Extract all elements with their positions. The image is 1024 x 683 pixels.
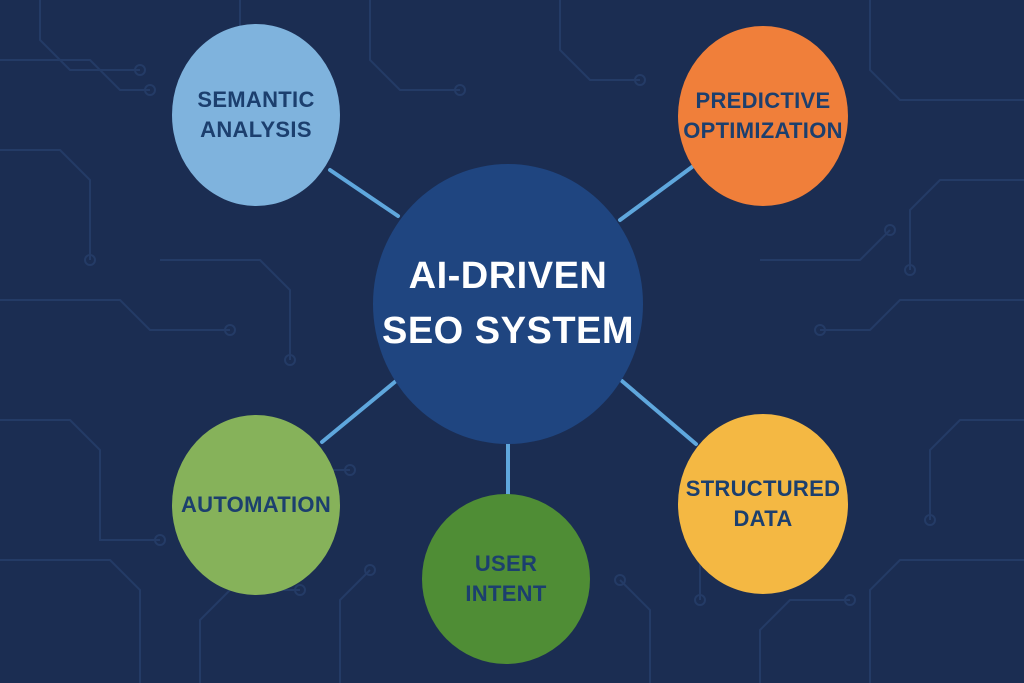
node-label-automation: AUTOMATION — [180, 492, 332, 518]
circuit-trace — [929, 419, 1024, 520]
center-node-label: AI-DRIVEN SEO SYSTEM — [381, 254, 635, 352]
circuit-node-dot — [614, 574, 626, 586]
node-predictive-optimization: PREDICTIVE OPTIMIZATION — [678, 26, 848, 206]
circuit-trace — [559, 0, 640, 81]
circuit-node-dot — [134, 64, 146, 76]
circuit-node-dot — [144, 84, 156, 96]
circuit-node-dot — [344, 464, 356, 476]
circuit-node-dot — [884, 224, 896, 236]
node-label-predictive-optimization: PREDICTIVE OPTIMIZATION — [683, 88, 843, 143]
connector-predictive — [618, 165, 694, 222]
connector-structured — [620, 379, 698, 446]
connector-semantic — [328, 168, 400, 218]
node-automation: AUTOMATION — [172, 415, 340, 595]
circuit-trace — [619, 579, 651, 683]
circuit-trace — [759, 599, 850, 683]
node-structured-data: STRUCTURED DATA — [678, 414, 848, 594]
circuit-trace — [0, 59, 150, 91]
circuit-node-dot — [634, 74, 646, 86]
circuit-trace — [0, 149, 91, 260]
circuit-node-dot — [454, 84, 466, 96]
circuit-trace — [39, 0, 140, 71]
circuit-node-dot — [224, 324, 236, 336]
circuit-trace — [0, 419, 160, 541]
node-label-semantic-analysis: SEMANTIC ANALYSIS — [197, 87, 315, 142]
circuit-trace — [869, 0, 1024, 101]
circuit-trace — [760, 229, 891, 261]
circuit-node-dot — [694, 594, 706, 606]
circuit-node-dot — [154, 534, 166, 546]
circuit-node-dot — [844, 594, 856, 606]
circuit-trace — [160, 259, 291, 360]
circuit-node-dot — [904, 264, 916, 276]
circuit-trace — [909, 179, 1024, 270]
node-label-structured-data: STRUCTURED DATA — [685, 476, 841, 531]
circuit-trace — [869, 559, 1024, 683]
node-label-user-intent: USER INTENT — [465, 551, 547, 606]
circuit-trace — [820, 299, 1024, 331]
circuit-node-dot — [294, 584, 306, 596]
circuit-trace — [0, 299, 230, 331]
circuit-node-dot — [364, 564, 376, 576]
node-semantic-analysis: SEMANTIC ANALYSIS — [172, 24, 340, 206]
circuit-node-dot — [284, 354, 296, 366]
circuit-trace — [0, 559, 141, 683]
circuit-node-dot — [84, 254, 96, 266]
connector-group — [320, 165, 698, 496]
connector-automation — [320, 379, 398, 444]
circuit-node-dot — [924, 514, 936, 526]
circuit-trace — [199, 589, 300, 683]
circuit-trace — [369, 0, 460, 91]
center-node-ai-driven-seo-system: AI-DRIVEN SEO SYSTEM — [373, 164, 643, 444]
node-user-intent: USER INTENT — [422, 494, 590, 664]
circuit-node-dot — [814, 324, 826, 336]
circuit-trace — [339, 569, 371, 683]
